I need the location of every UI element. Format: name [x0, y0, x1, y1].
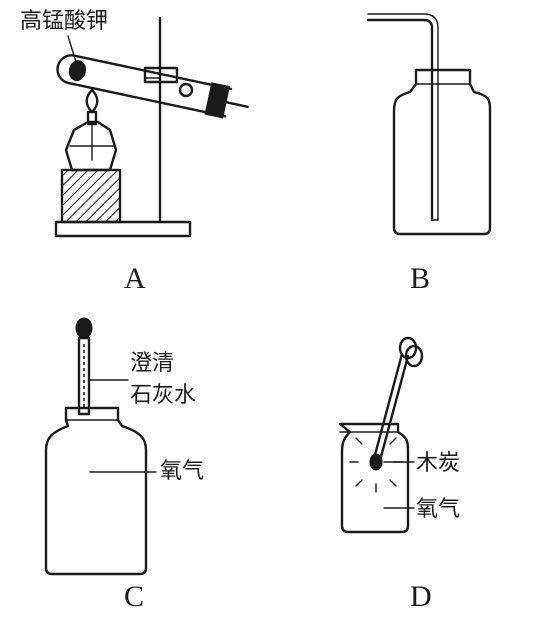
stand-base [54, 220, 192, 238]
gas-tube-b [366, 18, 434, 222]
clamp [143, 66, 179, 84]
panel-a: 高锰酸钾 A [20, 9, 249, 295]
panel-c: 澄清 石灰水 氧气 C [44, 317, 204, 613]
test-tube [56, 54, 249, 119]
charcoal [369, 453, 383, 471]
panel-d: 木炭 氧气 D [338, 336, 460, 613]
leader-kmno4 [67, 35, 77, 63]
dropper-bulb [75, 317, 93, 339]
tongs-arm-2 [376, 354, 410, 470]
label-limewater-2: 石灰水 [130, 383, 196, 408]
label-kmno4: 高锰酸钾 [20, 9, 108, 34]
panel-letter-a: A [124, 262, 146, 295]
clamp-screw [178, 82, 194, 98]
gas-bottle-b [392, 68, 492, 236]
kmno4-powder [68, 60, 87, 82]
flame [85, 88, 99, 114]
gas-bottle-c [44, 406, 148, 576]
delivery-tube-a [224, 100, 249, 108]
label-oxygen-d: 氧气 [416, 497, 460, 522]
panel-letter-d: D [410, 580, 432, 613]
panel-letter-c: C [124, 580, 144, 613]
label-limewater-1: 澄清 [130, 351, 174, 376]
tongs-arm-1 [370, 352, 404, 468]
label-oxygen-c: 氧气 [160, 459, 204, 484]
tongs-handle-1 [398, 336, 418, 360]
panel-letter-b: B [410, 262, 430, 295]
panel-b: B [366, 13, 492, 295]
wooden-block [60, 168, 122, 224]
gas-bottle-d [338, 422, 410, 534]
alcohol-lamp [64, 120, 118, 172]
label-charcoal: 木炭 [416, 451, 460, 476]
stopper [204, 82, 231, 119]
dropper-tube [77, 336, 91, 416]
